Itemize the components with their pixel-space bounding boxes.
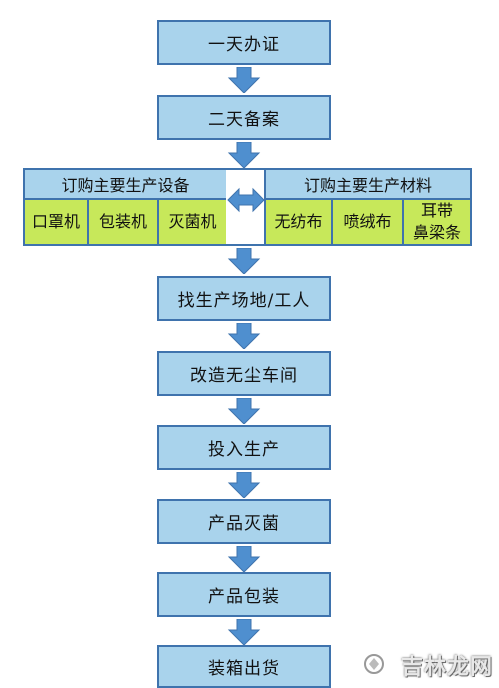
step-label: 找生产场地/工人	[177, 291, 311, 311]
down-arrow-icon	[227, 323, 261, 349]
step-box-2: 二天备案	[157, 95, 331, 140]
step-label: 改造无尘车间	[190, 366, 298, 386]
materials-item: 喷绒布	[331, 198, 404, 246]
materials-item: 耳带 鼻梁条	[402, 198, 472, 246]
equipment-item-label: 包装机	[98, 212, 147, 231]
equipment-item: 包装机	[87, 198, 159, 246]
materials-panel-title: 订购主要生产材料	[264, 168, 472, 200]
panel-connector	[226, 168, 266, 246]
watermark-text: 吉林龙网	[400, 655, 493, 680]
step-box-6: 产品灭菌	[157, 499, 331, 544]
equipment-panel-title: 订购主要生产设备	[23, 168, 228, 200]
equipment-item: 口罩机	[23, 198, 89, 246]
down-arrow-icon	[227, 546, 261, 572]
materials-title-text: 订购主要生产材料	[303, 176, 432, 195]
down-arrow-icon	[227, 398, 261, 424]
materials-item-label: 喷绒布	[343, 212, 392, 231]
step-label: 投入生产	[208, 440, 280, 460]
step-label: 产品包装	[208, 587, 280, 607]
materials-item-label: 无纺布	[274, 212, 323, 231]
step-box-1: 一天办证	[157, 20, 331, 65]
equipment-item-label: 口罩机	[31, 212, 80, 231]
step-box-4: 改造无尘车间	[157, 351, 331, 396]
materials-item-label: 耳带 鼻梁条	[412, 201, 461, 242]
step-label: 二天备案	[208, 110, 280, 130]
step-box-5: 投入生产	[157, 425, 331, 470]
step-box-3: 找生产场地/工人	[157, 276, 331, 321]
step-box-8: 装箱出货	[157, 645, 331, 688]
down-arrow-icon	[227, 619, 261, 645]
watermark-logo-icon	[363, 653, 385, 675]
equipment-item: 灭菌机	[157, 198, 228, 246]
equipment-item-label: 灭菌机	[168, 212, 217, 231]
step-label: 产品灭菌	[208, 514, 280, 534]
step-label: 一天办证	[208, 35, 280, 55]
double-arrow-icon	[226, 186, 266, 214]
down-arrow-icon	[227, 472, 261, 498]
down-arrow-icon	[227, 67, 261, 93]
down-arrow-icon	[227, 248, 261, 274]
step-box-7: 产品包装	[157, 572, 331, 617]
step-label: 装箱出货	[208, 659, 280, 679]
equipment-title-text: 订购主要生产设备	[61, 176, 190, 195]
down-arrow-icon	[227, 142, 261, 168]
materials-item: 无纺布	[264, 198, 333, 246]
